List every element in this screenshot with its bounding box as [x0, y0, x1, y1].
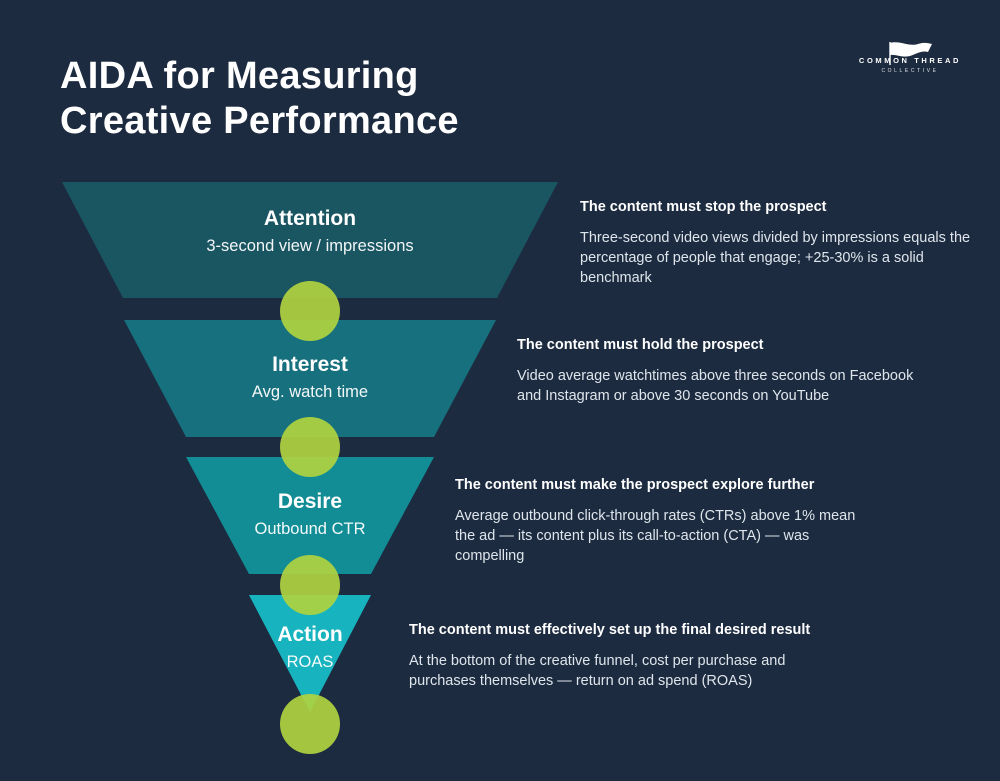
description-desire: The content must make the prospect explo… [455, 477, 865, 566]
funnel-connector-3 [280, 555, 340, 615]
stage-metric-desire: Outbound CTR [254, 520, 366, 538]
description-interest: The content must hold the prospect Video… [517, 337, 927, 406]
brand-logo: COMMON THREAD COLLECTIVE [858, 40, 962, 88]
description-body-action: At the bottom of the creative funnel, co… [409, 653, 786, 689]
funnel-connector-4 [280, 694, 340, 754]
stage-title-action: Action [277, 623, 343, 646]
stage-title-attention: Attention [263, 207, 357, 230]
flag-icon [889, 42, 932, 65]
stage-title-desire: Desire [277, 490, 343, 513]
description-heading-action: The content must effectively set up the … [409, 622, 811, 638]
description-heading-interest: The content must hold the prospect [517, 337, 764, 353]
funnel-stage-action [249, 595, 371, 712]
description-body-interest: Video average watchtimes above three sec… [517, 368, 914, 404]
stage-metric-attention: 3-second view / impressions [206, 237, 414, 255]
funnel-stage-desire [186, 457, 434, 574]
description-action: The content must effectively set up the … [409, 622, 819, 691]
funnel-connector-2 [280, 417, 340, 477]
logo-subtitle: COLLECTIVE [881, 68, 939, 74]
funnel-stage-interest [124, 320, 496, 437]
funnel-connector-1 [280, 281, 340, 341]
description-attention: The content must stop the prospect Three… [580, 199, 990, 288]
page-title: AIDA for Measuring Creative Performance [60, 54, 459, 144]
stage-metric-interest: Avg. watch time [251, 383, 369, 401]
title-line-2: Creative Performance [60, 100, 459, 142]
description-heading-attention: The content must stop the prospect [580, 199, 827, 215]
stage-title-interest: Interest [272, 353, 348, 376]
funnel-stage-attention [62, 182, 558, 298]
description-body-attention: Three-second video views divided by impr… [580, 230, 971, 286]
stage-metric-action: ROAS [286, 653, 334, 671]
description-body-desire: Average outbound click-through rates (CT… [455, 508, 856, 564]
title-line-1: AIDA for Measuring [60, 55, 419, 97]
description-heading-desire: The content must make the prospect explo… [455, 477, 815, 493]
logo-wordmark: COMMON THREAD [858, 56, 962, 65]
